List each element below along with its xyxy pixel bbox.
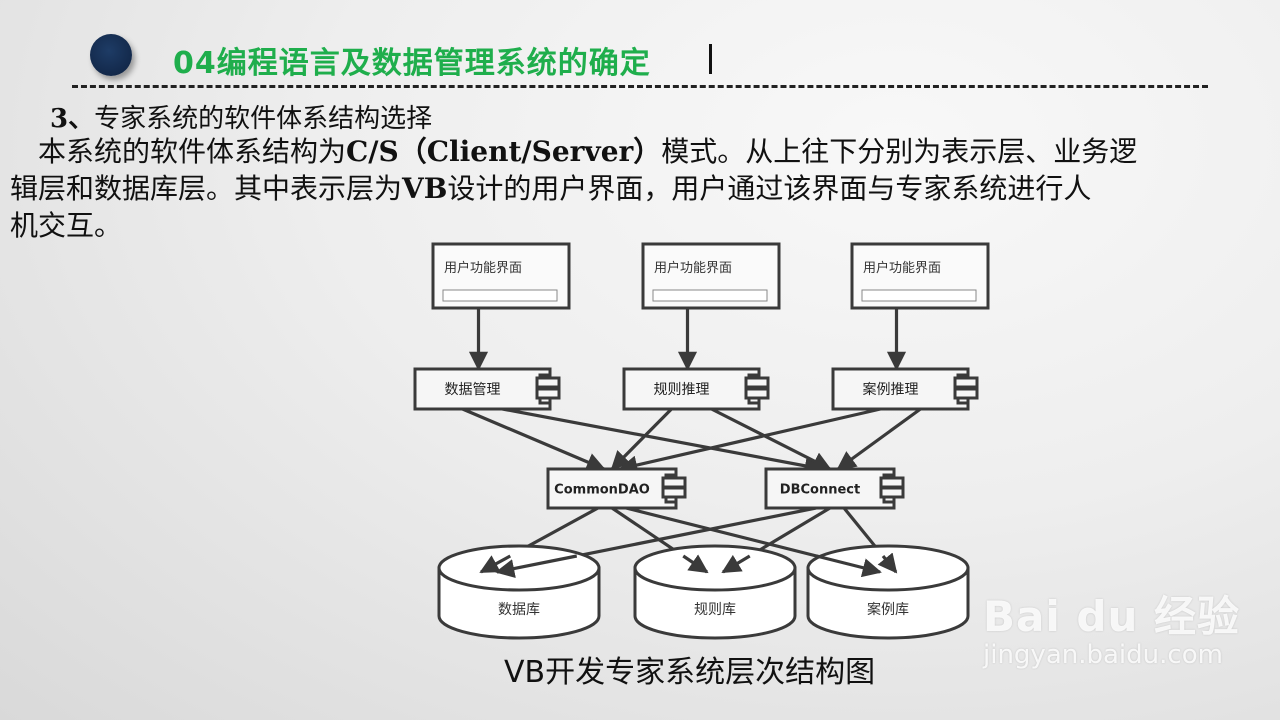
database-cylinder: 数据库 bbox=[437, 544, 601, 640]
data-access-component: DBConnect bbox=[764, 467, 905, 510]
edge-arrow bbox=[461, 407, 606, 472]
logic-component: 数据管理 bbox=[413, 367, 561, 411]
logic-component: 案例推理 bbox=[831, 367, 979, 411]
database-cylinder: 规则库 bbox=[633, 544, 797, 640]
data-access-component-label: CommonDAO bbox=[554, 483, 650, 498]
component-icon-tab bbox=[744, 387, 770, 400]
ui-box-input-bar bbox=[442, 289, 558, 302]
logic-component-label: 案例推理 bbox=[863, 381, 919, 398]
edge-arrow-head bbox=[721, 554, 751, 574]
diagram-edges bbox=[461, 308, 922, 579]
component-icon bbox=[661, 473, 687, 504]
ui-box-input-bar bbox=[861, 289, 977, 302]
logic-component: 规则推理 bbox=[622, 367, 770, 411]
paragraph-line-2: 辑层和数据库层。其中表示层为VB设计的用户界面，用户通过该界面与专家系统进行人 bbox=[10, 170, 1260, 207]
subheading-number: 3、 bbox=[50, 104, 95, 134]
logic-component-label: 数据管理 bbox=[445, 382, 501, 398]
component-icon-tab bbox=[744, 376, 770, 389]
subheading-text: 专家系统的软件体系结构选择 bbox=[94, 104, 433, 134]
database-top bbox=[806, 544, 970, 592]
database-cylinder: 案例库 bbox=[806, 544, 970, 640]
component-icon-tab bbox=[535, 387, 561, 400]
body-paragraph: 本系统的软件体系结构为C/S（Client/Server）模式。从上往下分别为表… bbox=[10, 133, 1260, 244]
ui-box: 用户功能界面 bbox=[431, 242, 571, 310]
data-access-component: CommonDAO bbox=[546, 467, 687, 510]
text-run-bold: C/S（Client/Server） bbox=[346, 135, 662, 168]
component-icon-tab bbox=[661, 486, 687, 499]
paragraph-line-3: 机交互。 bbox=[10, 209, 123, 242]
component-icon-tab bbox=[879, 476, 905, 489]
component-icon-tab bbox=[535, 376, 561, 389]
section-title: 04编程语言及数据管理系统的确定 bbox=[173, 46, 651, 81]
paragraph-line-1: 本系统的软件体系结构为C/S（Client/Server）模式。从上往下分别为表… bbox=[10, 133, 1260, 170]
component-icon bbox=[535, 373, 561, 405]
dashed-divider bbox=[72, 85, 1208, 88]
edge-arrow-head bbox=[877, 552, 898, 574]
text-run: 本系统的软件体系结构为 bbox=[10, 135, 347, 168]
watermark-url: jingyan.baidu.com bbox=[983, 640, 1223, 670]
diagram-caption: VB开发专家系统层次结构图 bbox=[504, 655, 876, 690]
component-icon-tab bbox=[879, 486, 905, 499]
edge-arrow-head bbox=[495, 554, 578, 579]
ui-box-label: 用户功能界面 bbox=[654, 260, 732, 276]
edge-arrow-head bbox=[816, 554, 882, 578]
watermark: Bai du 经验 jingyan.baidu.com bbox=[983, 583, 1240, 670]
edge-arrow-head bbox=[682, 554, 709, 574]
edge-arrow bbox=[836, 407, 922, 471]
ui-box-label: 用户功能界面 bbox=[444, 260, 522, 276]
logic-component-frame bbox=[413, 367, 552, 411]
data-access-component-label: DBConnect bbox=[780, 483, 860, 498]
ui-box: 用户功能界面 bbox=[850, 242, 990, 310]
database-top bbox=[633, 544, 797, 592]
database-label: 规则库 bbox=[694, 602, 736, 618]
watermark-logo: Bai du 经验 bbox=[983, 592, 1240, 641]
database-edge-overlay bbox=[479, 552, 898, 579]
text-run: 设计的用户界面，用户通过该界面与专家系统进行人 bbox=[447, 172, 1092, 205]
edge-arrow bbox=[502, 407, 824, 476]
subheading: 3、专家系统的软件体系结构选择 bbox=[50, 98, 432, 135]
logic-component-frame bbox=[622, 367, 761, 411]
edge-arrow bbox=[710, 407, 832, 471]
text-run-bold: VB bbox=[402, 172, 448, 205]
component-icon bbox=[744, 373, 770, 405]
ui-box: 用户功能界面 bbox=[641, 242, 781, 310]
text-run: 模式。从上往下分别为表示层、业务逻 bbox=[661, 135, 1138, 168]
edge-arrow bbox=[618, 407, 881, 475]
component-icon-tab bbox=[953, 376, 979, 389]
ui-box-input-bar bbox=[652, 289, 768, 302]
database-label: 案例库 bbox=[867, 601, 909, 618]
text-cursor bbox=[709, 44, 712, 74]
component-icon bbox=[879, 473, 905, 504]
component-icon-tab bbox=[953, 387, 979, 400]
text-run: 辑层和数据库层。其中表示层为 bbox=[10, 172, 403, 205]
title-bullet-icon bbox=[90, 34, 132, 76]
ui-box-label: 用户功能界面 bbox=[863, 260, 941, 276]
component-icon bbox=[953, 373, 979, 405]
database-label: 数据库 bbox=[498, 602, 540, 618]
logic-component-label: 规则推理 bbox=[654, 382, 710, 398]
logic-component-frame bbox=[831, 367, 970, 411]
component-icon-tab bbox=[661, 476, 687, 489]
